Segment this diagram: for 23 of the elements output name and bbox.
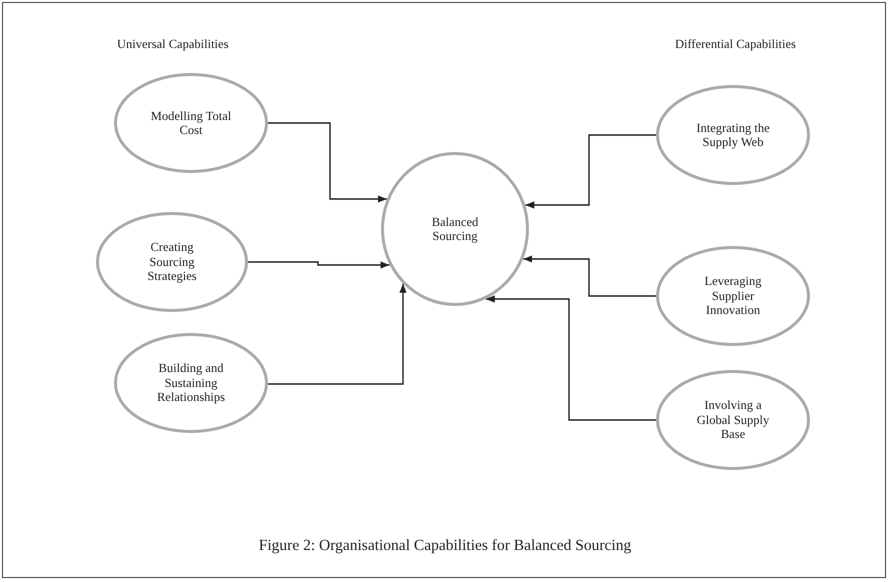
node-label: Building and Sustaining Relationships <box>156 361 226 405</box>
node-label: Modelling Total Cost <box>150 108 232 138</box>
ellipse-node <box>656 246 810 346</box>
group-heading: Universal Capabilities <box>117 37 228 52</box>
ellipse-node <box>656 370 810 470</box>
node-label: Involving a Global Supply Base <box>696 398 770 442</box>
node-label: Balanced Sourcing <box>430 214 480 244</box>
arrow <box>486 295 656 421</box>
node-label: Leveraging Supplier Innovation <box>704 274 762 318</box>
arrow <box>268 122 387 203</box>
arrow <box>525 134 656 209</box>
ellipse-node <box>656 85 810 185</box>
ellipse-node <box>114 333 268 433</box>
node-label: Creating Sourcing Strategies <box>146 240 198 284</box>
ellipse-node <box>381 152 529 306</box>
ellipse-node <box>96 212 248 312</box>
figure-caption: Figure 2: Organisational Capabilities for Balanced Sourcing <box>258 537 632 554</box>
arrow <box>268 284 407 385</box>
ellipse-node <box>114 73 268 173</box>
group-heading: Differential Capabilities <box>675 37 796 52</box>
node-label: Integrating the Supply Web <box>695 120 771 150</box>
arrow <box>248 261 390 269</box>
arrow <box>523 255 656 297</box>
